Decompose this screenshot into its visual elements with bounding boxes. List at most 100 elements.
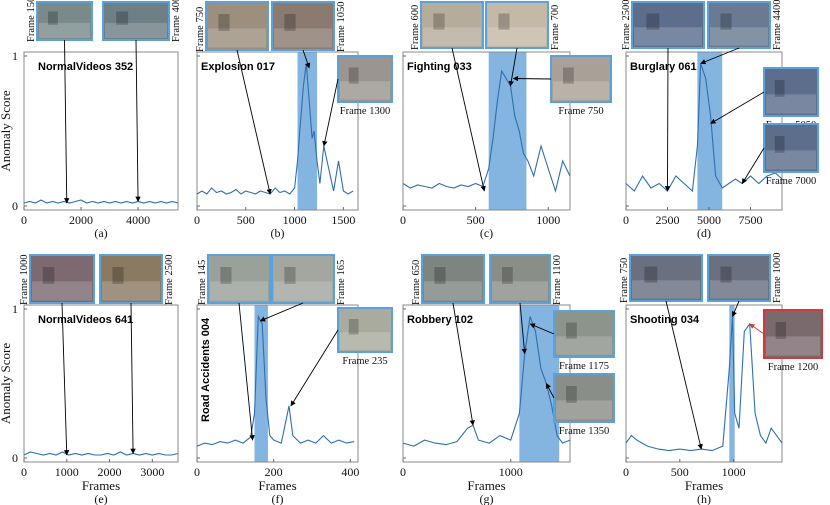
frame-label: Frame 165 [336,260,347,305]
x-tick-label: 1500 [331,213,355,227]
panel-caption: (c) [480,226,493,240]
panel-caption: (g) [480,492,494,505]
x-tick-label: 200 [265,465,283,479]
frame-floor [274,281,332,301]
y-axis-label: Anomaly Score [0,90,13,171]
frame-label: Frame 750 [619,258,630,303]
anomaly-region [297,52,318,210]
x-tick-label: 0 [21,213,27,227]
frame-thumbnail: Frame 2500 [99,254,175,455]
x-tick-label: 2000 [98,465,122,479]
frame-floor [32,281,92,301]
x-tick-label: 0 [400,213,406,227]
frame-image [707,1,771,49]
frame-object [112,267,124,284]
frame-label: Frame 145 [197,260,208,305]
frame-thumbnail: Frame 1000 [707,253,783,317]
frame-image [629,254,703,302]
frame-thumbnail: Frame 650 [411,254,485,426]
frame-label: Frame 1200 [768,362,818,373]
chart-title: Burglary 061 [630,61,697,73]
panel-caption: (b) [271,226,285,240]
x-tick-label: 500 [467,213,485,227]
x-tick-label: 1000 [536,213,560,227]
frame-arrow [64,39,70,204]
frame-object [720,266,732,283]
frame-label: Frame 700 [550,5,561,50]
frame-thumbnail: Frame 165 [259,254,347,322]
x-tick-label: 0 [194,465,200,479]
frame-arrow [238,302,255,441]
frame-thumbnail: Frame 750 [512,55,612,117]
frame-label: Frame 4400 [772,0,783,50]
frame-object [348,319,359,335]
frame-thumbnail: Frame 1200 [749,309,823,373]
frame-arrow [512,75,552,82]
frame-floor [274,28,332,48]
frame-image [29,254,95,304]
frame-image [763,123,819,173]
frame-object [644,266,658,283]
frame-arrow [519,302,527,355]
frame-arrow [61,302,70,456]
frame-floor [710,27,768,46]
frame-object [433,13,445,30]
y-tick-label: 0 [12,199,18,213]
frame-floor [556,400,612,420]
frame-thumbnail: Frame 7000 [741,123,819,187]
panel-caption: (d) [697,226,711,240]
frame-label: Frame 1050 [336,2,347,52]
frame-label: Frame 1350 [559,426,609,437]
frame-label: Frame 7000 [766,176,816,187]
frame-arrow [529,323,555,335]
chart-title: Explosion 017 [201,61,275,73]
frame-image [205,1,269,51]
chart-title: Fighting 033 [407,61,472,73]
frame-object [348,67,359,84]
frame-arrow [259,302,304,322]
frame-object [774,80,785,97]
frame-arrow [731,300,740,317]
frame-floor [553,81,609,100]
x-tick-label: 2500 [655,213,679,227]
frame-image [102,1,170,41]
frame-image [337,307,393,353]
frame-arrow [545,383,555,399]
score-line [23,451,179,456]
frame-floor [766,150,816,170]
frame-label: Frame 750 [195,7,206,52]
score-line [625,316,783,452]
frame-object [502,267,513,284]
x-axis-label: Frames [685,478,723,493]
frame-thumbnail: Frame 235 [290,307,393,407]
score-line [23,199,179,204]
anomaly-region [519,305,560,462]
frame-object [434,267,446,284]
score-line [625,63,783,193]
frame-arrow [710,91,765,124]
frame-arrow [700,47,740,65]
frame-object [498,13,510,30]
frame-thumbnail: Frame 1300 [322,55,393,147]
frame-image [421,254,485,304]
frame-image [707,254,771,302]
x-tick-label: 1000 [283,213,307,227]
frame-image [36,1,93,41]
x-tick-label: 0 [400,465,406,479]
frame-arrow [236,49,272,195]
x-axis-label: Frames [82,478,120,493]
frame-object [566,386,577,403]
frame-label: Frame 1500 [26,0,37,42]
x-tick-label: 7500 [738,213,762,227]
frame-image [485,1,549,49]
frame-floor [492,281,548,301]
frame-thumbnail: Frame 1175 [529,310,615,372]
frame-thumbnail: Frame 1350 [545,373,615,437]
axes-frame [402,51,571,211]
x-tick-label: 1000 [499,465,523,479]
anomaly-region [729,305,735,462]
frame-label: Frame 2500 [164,255,175,305]
frame-image [420,1,484,49]
